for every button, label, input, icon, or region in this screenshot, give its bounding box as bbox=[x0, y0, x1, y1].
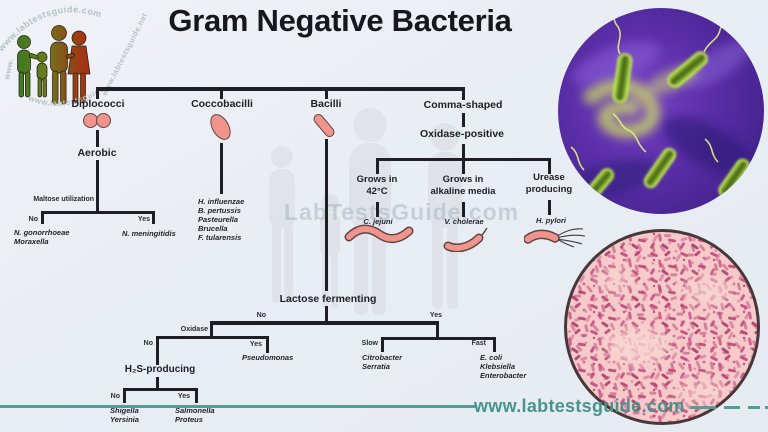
node-urease-producing: Urease producing bbox=[525, 172, 573, 195]
species-list: Salmonella Proteus bbox=[175, 406, 215, 424]
diplococci-shape-icon bbox=[96, 113, 111, 128]
label-slow: Slow bbox=[361, 340, 378, 347]
species-c-jejuni: C. jejuni bbox=[363, 217, 393, 226]
tree-line bbox=[41, 211, 155, 214]
tree-line bbox=[325, 139, 328, 291]
center-watermark: LabTestsGuide.com bbox=[284, 199, 520, 225]
tree-line bbox=[381, 337, 384, 352]
tree-line bbox=[96, 87, 465, 91]
tree-line bbox=[462, 202, 465, 217]
footer-dash bbox=[690, 406, 716, 409]
tree-line bbox=[548, 200, 551, 215]
tree-line bbox=[462, 144, 465, 160]
tree-line bbox=[96, 160, 99, 213]
tree-line bbox=[210, 321, 213, 338]
species-pseudomonas: Pseudomonas bbox=[242, 353, 294, 362]
node-grows-42: Grows in 42°C bbox=[356, 174, 398, 197]
tree-line bbox=[493, 337, 496, 352]
tree-line bbox=[462, 87, 465, 100]
node-oxidase-positive: Oxidase-positive bbox=[419, 128, 505, 140]
tree-line bbox=[548, 158, 551, 174]
c-jejuni-shape-icon bbox=[344, 224, 414, 243]
tree-line bbox=[220, 143, 223, 194]
species-list: Citrobacter Serratia bbox=[362, 353, 403, 371]
tree-line bbox=[195, 388, 198, 403]
site-watermark: www.labtestsguide.com bbox=[474, 396, 685, 416]
tree-line bbox=[462, 113, 465, 127]
node-comma-shaped: Comma-shaped bbox=[423, 99, 503, 111]
tree-line bbox=[220, 91, 223, 99]
tree-line bbox=[41, 211, 44, 224]
site-logo: www.labtestsguide.com www.labtestsguide.… bbox=[0, 0, 149, 108]
node-aerobic: Aerobic bbox=[77, 147, 117, 159]
tree-line bbox=[123, 388, 126, 403]
v-cholerae-shape-icon bbox=[443, 227, 488, 252]
node-lactose-fermenting: Lactose fermenting bbox=[279, 293, 377, 305]
footer-dash bbox=[724, 406, 740, 409]
label-no: No bbox=[110, 393, 120, 400]
tree-line bbox=[152, 211, 155, 224]
footer-rule bbox=[0, 405, 477, 408]
footer-dash bbox=[748, 406, 760, 409]
tree-line bbox=[462, 158, 465, 174]
label-no: No bbox=[256, 312, 266, 319]
family-silhouette bbox=[17, 25, 91, 105]
node-grows-alkaline: Grows in alkaline media bbox=[430, 174, 496, 197]
label-maltose-test: Maltose utilization bbox=[33, 196, 94, 203]
tree-line bbox=[156, 377, 159, 390]
species-list: E. coli Klebsiella Enterobacter bbox=[480, 353, 527, 380]
label-yes: Yes bbox=[429, 312, 442, 319]
tree-line bbox=[266, 336, 269, 353]
node-h2s-producing: H₂S-producing bbox=[124, 364, 196, 375]
page-title: Gram Negative Bacteria bbox=[168, 3, 512, 38]
tree-line bbox=[96, 130, 99, 147]
species-list: Shigella Yersinia bbox=[110, 406, 139, 424]
tree-line bbox=[156, 336, 159, 365]
node-diplococci: Diplococci bbox=[71, 98, 125, 110]
label-oxidase-test: Oxidase bbox=[180, 326, 208, 333]
species-list: N. meningitidis bbox=[122, 229, 176, 238]
species-list: H. influenzae B. pertussis Pasteurella B… bbox=[198, 197, 245, 242]
tree-line bbox=[325, 306, 328, 323]
species-list: N. gonorrhoeae Moraxella bbox=[14, 228, 70, 246]
tree-line bbox=[376, 158, 379, 174]
node-bacilli: Bacilli bbox=[310, 98, 342, 110]
label-fast: Fast bbox=[471, 340, 486, 347]
logo-url-left: www. bbox=[2, 58, 15, 82]
flagellated-bacteria-micrograph bbox=[558, 8, 764, 214]
tree-line bbox=[376, 202, 379, 217]
species-v-cholerae: V. cholerae bbox=[444, 217, 484, 226]
label-yes: Yes bbox=[177, 393, 190, 400]
tree-line bbox=[325, 91, 328, 99]
label-yes: Yes bbox=[137, 216, 150, 223]
tree-line bbox=[123, 388, 198, 391]
label-yes: Yes bbox=[249, 341, 262, 348]
h-pylori-shape-icon bbox=[524, 228, 586, 248]
species-h-pylori: H. pylori bbox=[535, 216, 566, 225]
tree-line bbox=[210, 321, 439, 325]
tree-line bbox=[156, 336, 269, 339]
gram-stain-micrograph bbox=[564, 229, 760, 425]
tree-line bbox=[381, 337, 496, 340]
label-no: No bbox=[143, 340, 153, 347]
footer-dash bbox=[765, 406, 768, 409]
node-coccobacilli: Coccobacilli bbox=[191, 98, 253, 110]
tree-line bbox=[436, 321, 439, 339]
tree-line bbox=[96, 91, 99, 99]
label-no: No bbox=[28, 216, 38, 223]
